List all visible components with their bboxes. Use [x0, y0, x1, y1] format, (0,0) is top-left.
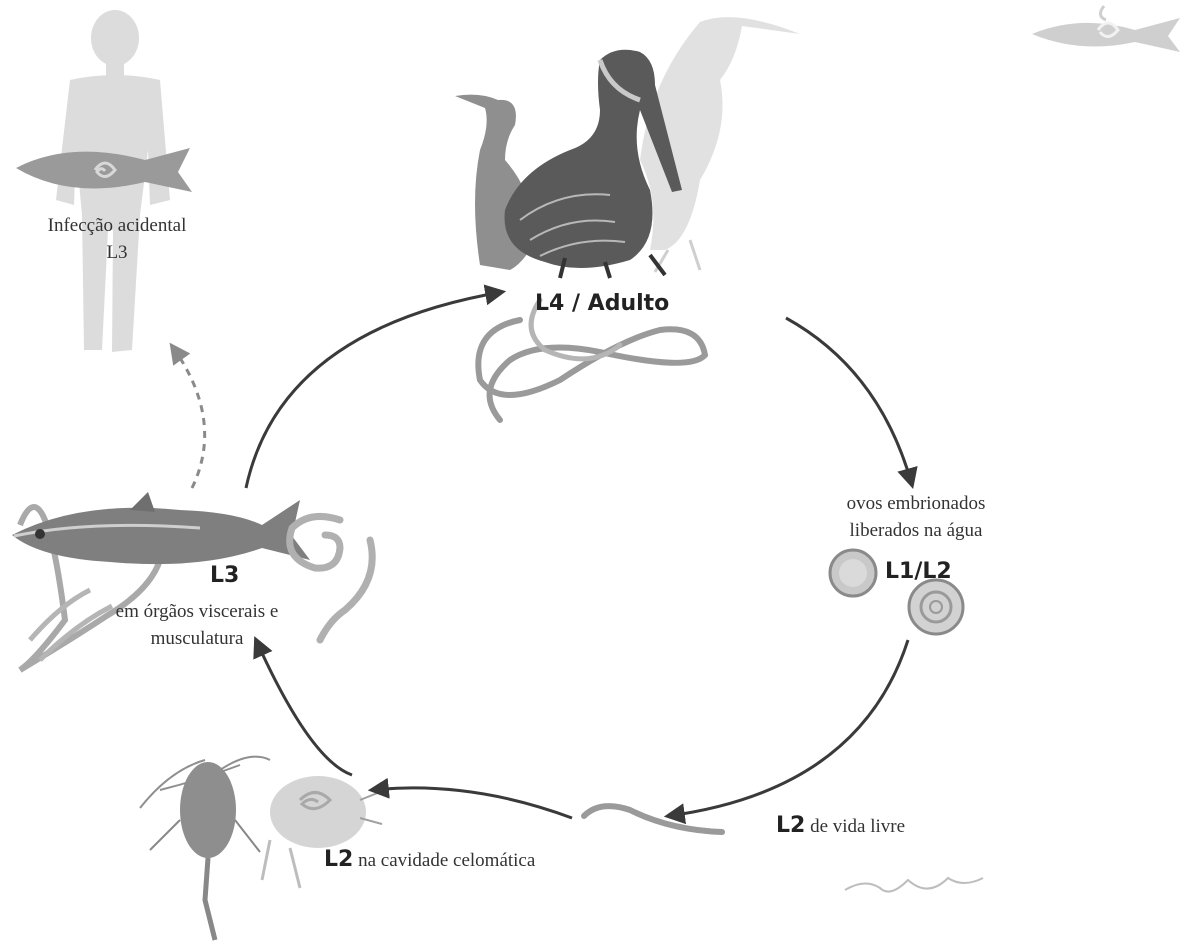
fish-line2: musculatura: [62, 625, 332, 652]
human-infection-label: Infecção acidental L3: [22, 212, 212, 266]
arrow-larva-to-copepod: [372, 788, 572, 818]
copepod-stage: L2: [324, 847, 353, 872]
arrow-fish-to-bird: [246, 292, 502, 488]
fish-line1: em órgãos viscerais e: [62, 598, 332, 625]
arrow-bird-to-eggs: [786, 318, 912, 485]
human-infection-line2: L3: [22, 239, 212, 266]
copepod-text: na cavidade celomática: [358, 850, 535, 871]
artist-signature: [845, 878, 983, 892]
copepod-label: L2 na cavidade celomática: [324, 846, 535, 874]
eggs-stage-label: L1/L2: [885, 558, 952, 585]
cycle-arrows: [172, 292, 912, 818]
fish-description-label: em órgãos viscerais e musculatura: [62, 598, 332, 652]
arrow-fish-to-human: [172, 346, 205, 488]
free-larva-label: L2 de vida livre: [776, 812, 905, 840]
small-fish-icon: [1032, 6, 1180, 52]
arrow-copepod-to-fish: [256, 640, 352, 775]
adult-worms-icon: [478, 300, 705, 420]
fish-stage-label: L3: [210, 562, 239, 589]
eggs-line2: liberados na água: [812, 517, 1020, 544]
human-infection-line1: Infecção acidental: [22, 212, 212, 239]
free-larva-text: de vida livre: [810, 816, 905, 837]
eggs-description-label: ovos embrionados liberados na água: [812, 490, 1020, 544]
eggs-line1: ovos embrionados: [812, 490, 1020, 517]
piscivorous-birds-icon: [455, 17, 800, 278]
fish-in-human-icon: [16, 148, 192, 192]
free-larva-stage: L2: [776, 813, 805, 838]
adult-stage-label: L4 / Adulto: [535, 290, 669, 317]
arrow-eggs-to-larva: [668, 640, 908, 816]
